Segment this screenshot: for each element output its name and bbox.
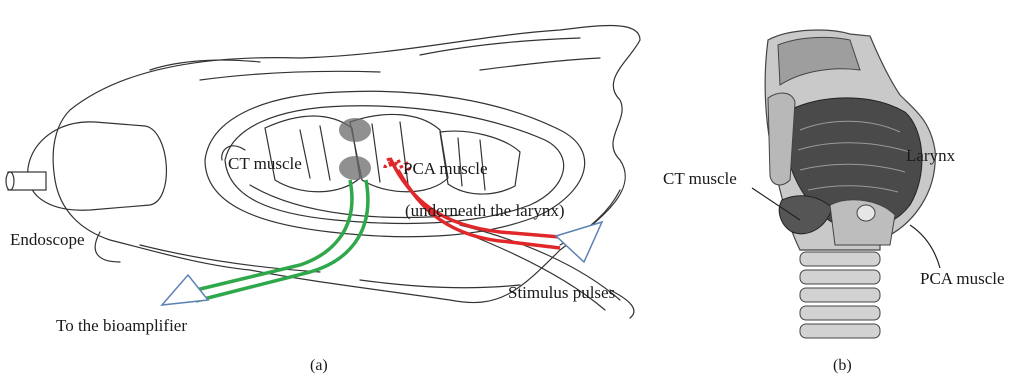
caption-b: (b) [833, 358, 852, 374]
pca-muscle-label-b: PCA muscle [920, 270, 1005, 287]
endoscope-label: Endoscope [10, 231, 85, 248]
caption-a: (a) [310, 358, 328, 374]
larynx-drawing [765, 30, 935, 338]
ct-muscle-label-a: CT muscle [228, 155, 302, 172]
stimulus-pulses-label: Stimulus pulses [508, 284, 615, 301]
larynx-label: Larynx [906, 147, 955, 164]
bioamplifier-label: To the bioamplifier [56, 317, 187, 334]
ct-muscle-label-b: CT muscle [663, 170, 737, 187]
underneath-larynx-label: (underneath the larynx) [405, 202, 565, 219]
pca-muscle-label: PCA muscle [403, 160, 488, 177]
pca-muscle-pointer [910, 225, 940, 268]
